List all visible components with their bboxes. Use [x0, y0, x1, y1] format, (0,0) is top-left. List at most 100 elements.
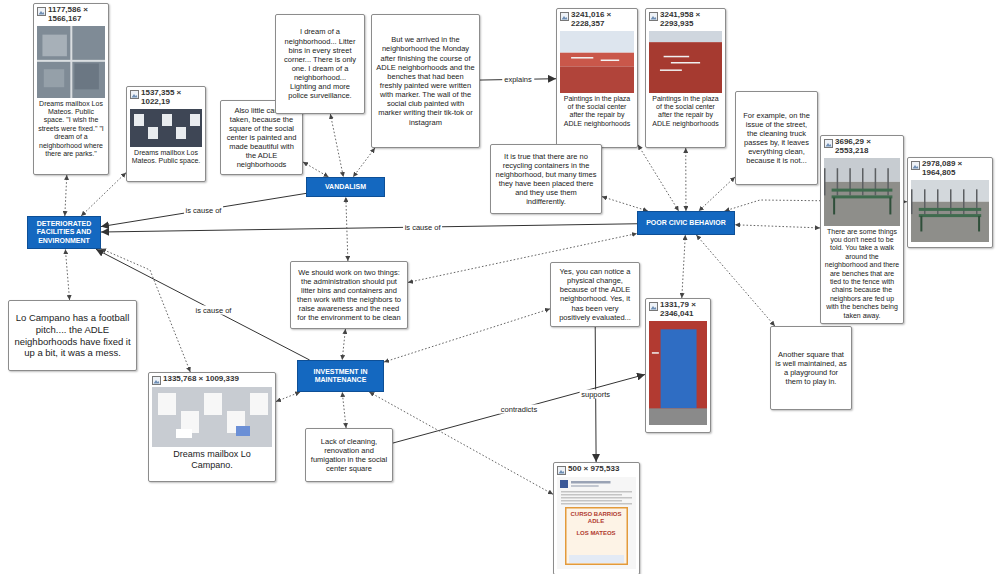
- quote-text: Also little care is taken, because the s…: [225, 106, 298, 170]
- icon-mountain: [39, 11, 45, 15]
- picture-detail: [250, 393, 268, 415]
- picture-detail: [158, 393, 176, 415]
- photo: [824, 158, 900, 226]
- picture-detail: [664, 55, 690, 57]
- quote-text: Another square that is well maintained, …: [775, 350, 847, 387]
- quote-box: Another square that is well maintained, …: [770, 326, 852, 410]
- image-node: 1335,768 × 1009,339Dreams mailbox Lo Cam…: [148, 372, 276, 482]
- photo: [649, 31, 722, 93]
- picture-detail: [919, 207, 981, 210]
- icon-frame: [825, 140, 833, 148]
- image-caption: There are some things you don't need to …: [824, 228, 900, 320]
- image-header: 1177,586 × 1566,167: [37, 6, 105, 24]
- picture-detail: [74, 63, 98, 89]
- quote-text: Lack of cleaning, renovation and fumigat…: [310, 437, 388, 474]
- picture-detail: [560, 66, 634, 93]
- picture-detail: [561, 494, 622, 496]
- category-box: INVESTMENT IN MAINTENANCE: [297, 360, 384, 392]
- picture-detail: [833, 197, 835, 214]
- image-node: 1177,586 × 1566,167Dreams mailbox Los Ma…: [33, 3, 109, 175]
- picture-detail: [560, 52, 634, 66]
- category-label: POOR CIVIC BEHAVIOR: [646, 219, 726, 227]
- image-icon: [557, 466, 566, 475]
- quote-text: I dream of a neighborhood... Litter bins…: [280, 27, 360, 100]
- image-size: 1177,586 × 1566,167: [48, 6, 105, 24]
- quote-text: It is true that there are no recycling c…: [495, 152, 597, 207]
- image-node: 3696,29 × 2553,218There are some things …: [820, 135, 904, 324]
- picture-detail: [561, 497, 632, 499]
- picture-detail: [567, 509, 627, 564]
- category-box: VANDALISM: [306, 177, 385, 197]
- category-label: DETERIORATED FACILITIES AND ENVIRONMENT: [32, 220, 96, 245]
- photo: [37, 26, 105, 98]
- picture-detail: [190, 114, 200, 126]
- image-header: 2978,089 × 1964,805: [911, 160, 989, 178]
- category-box: POOR CIVIC BEHAVIOR: [637, 211, 735, 235]
- image-caption: Dreams mailbox Lo Campano.: [152, 449, 272, 471]
- picture-detail: [649, 321, 707, 425]
- picture-detail: [130, 109, 202, 147]
- picture-detail: [557, 477, 636, 569]
- icon-mountain: [132, 94, 138, 98]
- link-line: [699, 177, 735, 211]
- icon-frame: [38, 8, 46, 16]
- image-size: 2978,089 × 1964,805: [922, 160, 989, 178]
- picture-detail: [649, 31, 722, 42]
- picture-detail: [919, 214, 981, 217]
- quote-text: Lo Campano has a football pitch.... the …: [13, 312, 132, 358]
- relation-arrow: [101, 224, 637, 232]
- photo: [557, 477, 636, 569]
- image-size: 3241,958 × 2293,935: [660, 11, 722, 29]
- picture-detail: [671, 62, 700, 64]
- picture-detail: [920, 216, 922, 232]
- image-icon: [130, 90, 139, 99]
- picture-detail: [561, 491, 632, 493]
- image-header: 3696,29 × 2553,218: [824, 138, 900, 156]
- picture-detail: [978, 216, 980, 232]
- link-line: [81, 173, 126, 216]
- image-node: 3241,958 × 2293,935Paintings in the plaz…: [645, 8, 726, 148]
- icon-frame: [131, 91, 139, 99]
- quote-text: We should work on two things: the admini…: [295, 268, 403, 323]
- picture-detail: [176, 127, 186, 139]
- quote-box: I dream of a neighborhood... Litter bins…: [275, 14, 365, 114]
- relation-arrow: [393, 374, 645, 443]
- icon-frame: [912, 162, 920, 170]
- photo: [911, 180, 989, 242]
- image-header: 3241,016 × 2228,357: [560, 11, 634, 29]
- icon-mountain: [651, 306, 657, 310]
- quote-box: Yes, you can notice a physical change, b…: [550, 262, 640, 327]
- icon-frame: [650, 13, 658, 21]
- picture-detail: [70, 26, 72, 98]
- image-header: 1537,355 × 1022,19: [130, 89, 202, 107]
- quote-text: For example, on the issue of the street,…: [740, 111, 813, 166]
- link-line: [276, 392, 300, 402]
- picture-detail: [660, 69, 682, 71]
- category-label: VANDALISM: [325, 183, 366, 191]
- quote-box: For example, on the issue of the street,…: [735, 91, 818, 185]
- picture-detail: [44, 69, 64, 87]
- quote-text: Yes, you can notice a physical change, b…: [555, 267, 635, 322]
- image-caption: Paintings in the plaza of the social cen…: [649, 95, 722, 129]
- picture-detail: [561, 503, 632, 505]
- picture-detail: [911, 189, 913, 214]
- quote-box: But we arrived in the neighborhood the M…: [371, 14, 480, 148]
- picture-detail: [889, 197, 891, 214]
- link-line: [602, 197, 648, 211]
- link-line: [685, 148, 686, 211]
- relation-arrow: [101, 193, 306, 226]
- image-icon: [649, 302, 658, 311]
- quote-text: But we arrived in the neighborhood the M…: [376, 35, 475, 126]
- image-node: 2978,089 × 1964,805: [907, 157, 993, 248]
- link-line: [342, 329, 345, 360]
- picture-detail: [661, 329, 697, 408]
- picture-detail: [565, 507, 628, 565]
- connector-group: [65, 79, 907, 495]
- picture-detail: [42, 34, 66, 56]
- link-line: [330, 114, 343, 177]
- picture-detail: [134, 114, 144, 126]
- category-label: INVESTMENT IN MAINTENANCE: [302, 368, 379, 385]
- image-header: 500 × 975,533: [557, 465, 636, 475]
- link-line: [303, 162, 329, 177]
